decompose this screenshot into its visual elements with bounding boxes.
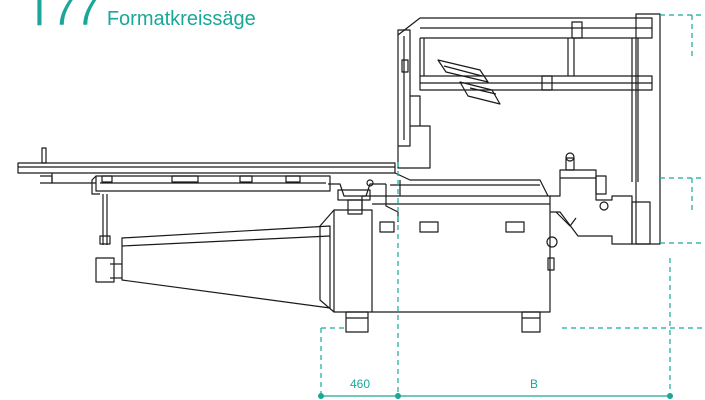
dim-dot-middle [395, 393, 401, 399]
dimension-lines [320, 14, 705, 397]
machine-outline [17, 13, 661, 333]
guard-arm [437, 59, 501, 105]
dim-label-b: B [530, 377, 538, 391]
dimension-dots [318, 393, 673, 399]
support-arm [95, 194, 122, 283]
dim-dot-right [667, 393, 673, 399]
outrigger [121, 209, 373, 313]
dim-dot-left [318, 393, 324, 399]
guard-column [397, 29, 431, 169]
product-subtitle: Formatkreissäge [106, 8, 256, 30]
overhead-guard [397, 13, 661, 245]
dim-label-460: 460 [350, 377, 370, 391]
sliding-table [17, 147, 396, 195]
model-name: T77 [26, 0, 100, 35]
main-cabinet [361, 172, 551, 313]
title-block: T77 Formatkreissäge [26, 0, 256, 35]
machine-feet [345, 311, 541, 333]
scoring-unit [546, 152, 651, 271]
saw-housing [328, 179, 399, 222]
